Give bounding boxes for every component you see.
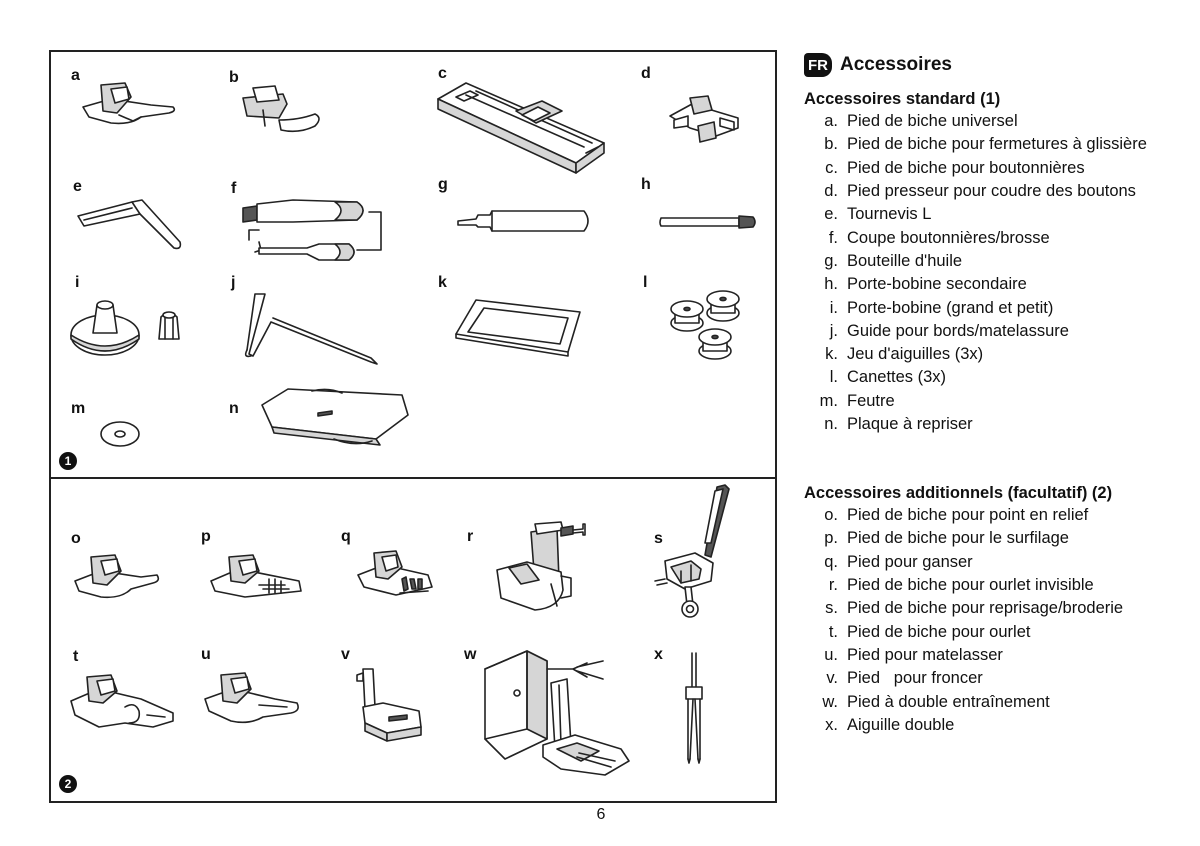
section-title: FR Accessoires — [804, 52, 1184, 78]
label-f: f — [231, 180, 237, 197]
quilting-guide-drawing — [241, 292, 381, 367]
button-foot-drawing — [668, 95, 743, 151]
list-item: c.Pied de biche pour boutonnières — [825, 158, 1085, 177]
optional-accessories-list: o.Pied de biche pour point en relief p.P… — [812, 504, 1123, 737]
label-m: m — [71, 400, 86, 417]
satin-stitch-foot-drawing — [73, 551, 163, 609]
darning-embroidery-foot-drawing — [651, 483, 741, 618]
list-item: n.Plaque à repriser — [824, 415, 973, 433]
label-q: q — [341, 528, 351, 545]
list-item: u.Pied pour matelasser — [824, 645, 1003, 664]
label-t: t — [73, 648, 79, 665]
label-n: n — [229, 400, 239, 417]
oil-bottle-drawing — [456, 209, 596, 237]
list-item: s.Pied de biche pour reprisage/broderie — [825, 599, 1124, 618]
spool-pin-drawing — [659, 212, 759, 232]
list-item: e.Tournevis L — [824, 205, 932, 224]
l-screwdriver-drawing — [76, 192, 186, 257]
label-x: x — [654, 646, 663, 663]
list-item: f.Coupe boutonnières/brosse — [828, 228, 1050, 247]
list-item: i.Porte-bobine (grand et petit) — [829, 298, 1054, 317]
list-item: o.Pied de biche pour point en relief — [824, 506, 1089, 525]
buttonhole-foot-drawing — [436, 77, 611, 187]
label-g: g — [438, 176, 448, 193]
label-v: v — [341, 646, 350, 663]
label-i: i — [75, 274, 80, 291]
label-a: a — [71, 67, 80, 84]
section-heading: Accessoires — [840, 54, 952, 75]
standard-accessories-heading: Accessoires standard (1) — [804, 90, 1001, 108]
list-item: r.Pied de biche pour ourlet invisible — [828, 576, 1094, 595]
seam-ripper-brush-drawing — [239, 190, 389, 275]
figure-1-standard-accessories: a b c d e f g h i j k l m n 1 — [49, 50, 777, 478]
label-o: o — [71, 530, 81, 547]
label-u: u — [201, 646, 211, 663]
universal-foot-drawing — [81, 77, 181, 137]
optional-accessories-heading: Accessoires additionnels (facultatif) (2… — [804, 484, 1113, 502]
list-item: v.Pied pour froncer — [826, 669, 983, 688]
list-item: j.Guide pour bords/matelassure — [829, 321, 1069, 340]
figure-number-2: 2 — [59, 775, 77, 793]
label-h: h — [641, 176, 651, 193]
list-item: t.Pied de biche pour ourlet — [828, 622, 1031, 641]
language-badge: FR — [804, 53, 832, 77]
figure-2-optional-accessories: o p q r s t u v w x 2 — [49, 477, 777, 803]
quilting-foot-drawing — [203, 669, 303, 734]
list-item: a.Pied de biche universel — [824, 112, 1018, 131]
list-item: b.Pied de biche pour fermetures à glissi… — [824, 135, 1147, 154]
page-number: 6 — [596, 806, 606, 823]
needle-set-drawing — [454, 298, 584, 357]
list-item: h.Porte-bobine secondaire — [824, 275, 1027, 294]
list-item: m.Feutre — [819, 391, 895, 410]
label-l: l — [643, 274, 648, 291]
label-p: p — [201, 528, 211, 545]
bobbins-drawing — [665, 289, 750, 364]
label-s: s — [654, 530, 663, 547]
list-item: g.Bouteille d'huile — [824, 251, 963, 270]
accessories-text: FR Accessoires Accessoires standard (1) … — [804, 52, 1184, 734]
standard-accessories-list: a.Pied de biche universel b.Pied de bich… — [812, 110, 1147, 436]
label-k: k — [438, 274, 447, 291]
zipper-foot-drawing — [239, 80, 329, 140]
gathering-foot-drawing — [353, 667, 428, 747]
label-d: d — [641, 65, 651, 82]
cording-foot-drawing — [356, 549, 441, 607]
list-item: k.Jeu d'aiguilles (3x) — [825, 345, 984, 364]
label-b: b — [229, 69, 239, 86]
label-r: r — [467, 528, 474, 545]
list-item: x.Aiguille double — [825, 715, 955, 734]
list-item: p.Pied de biche pour le surfilage — [824, 529, 1069, 548]
overcasting-foot-drawing — [209, 551, 309, 609]
walking-foot-drawing — [481, 649, 636, 789]
label-j: j — [231, 274, 236, 291]
label-w: w — [464, 646, 477, 663]
list-item: q.Pied pour ganser — [824, 552, 973, 571]
felt-drawing — [99, 420, 141, 450]
twin-needle-drawing — [679, 651, 709, 766]
list-item: d.Pied presseur pour coudre des boutons — [824, 182, 1136, 201]
figure-number-1: 1 — [59, 452, 77, 470]
spool-caps-drawing — [69, 295, 189, 360]
label-e: e — [73, 178, 82, 195]
hemmer-foot-drawing — [69, 671, 179, 741]
list-item: l.Canettes (3x) — [829, 368, 947, 387]
label-c: c — [438, 65, 447, 82]
darning-plate-drawing — [258, 385, 413, 450]
blind-hem-foot-drawing — [491, 514, 591, 619]
list-item: w.Pied à double entraînement — [822, 692, 1050, 711]
